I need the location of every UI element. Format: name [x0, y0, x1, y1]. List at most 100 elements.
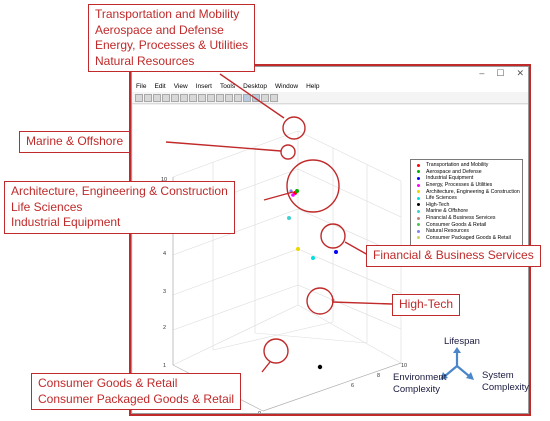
legend-label: Consumer Packaged Goods & Retail	[426, 234, 511, 241]
legend-marker	[417, 203, 420, 207]
legend-item: Natural Resources	[414, 228, 519, 235]
axis-key-label-line: Environment	[393, 372, 447, 383]
point-natural-resources[interactable]	[289, 189, 293, 193]
z-tick: 3	[163, 289, 166, 295]
callout-line: Transportation and Mobility	[95, 7, 240, 21]
point-marine-and-offshore[interactable]	[287, 216, 291, 220]
callout-line: Financial & Business Services	[373, 248, 534, 262]
point-aerospace-and-defense[interactable]	[295, 189, 299, 193]
legend-label: Energy, Processes & Utilities	[426, 182, 493, 189]
legend-label: Natural Resources	[426, 228, 469, 235]
z-tick: 1	[163, 363, 166, 369]
callout-hightech: High-Tech	[392, 294, 461, 316]
show-plot-tools-icon[interactable]	[270, 93, 278, 102]
zoom-in-icon[interactable]	[180, 93, 188, 102]
data-cursor-icon[interactable]	[216, 93, 224, 102]
pointer-icon[interactable]	[171, 93, 179, 102]
legend-item: Aerospace and Defense	[414, 169, 519, 176]
z-tick: 10	[161, 177, 167, 183]
callout-marine: Marine & Offshore	[19, 131, 131, 153]
matlab-figure-window: – ☐ ✕ File Edit View Insert Tools Deskto…	[131, 66, 529, 420]
legend-item: Consumer Goods & Retail	[414, 221, 519, 228]
legend-label: Marine & Offshore	[426, 208, 468, 215]
toolbar	[132, 92, 528, 104]
point-high-tech[interactable]	[317, 364, 323, 370]
y-tick: 10	[401, 363, 407, 369]
callout-financial: Financial & Business Services	[366, 245, 541, 267]
y-tick: 8	[377, 373, 380, 379]
rotate-3d-icon[interactable]	[207, 93, 215, 102]
callout-consumer-group: Consumer Goods & Retail Consumer Package…	[31, 373, 242, 410]
legend-marker	[417, 190, 420, 194]
menu-desktop[interactable]: Desktop	[243, 83, 267, 90]
y-axis-ticks: 10 8 6	[351, 363, 407, 389]
legend-item: Energy, Processes & Utilities	[414, 182, 519, 189]
y-tick: 6	[351, 383, 354, 389]
point-financial-business-services[interactable]	[331, 298, 335, 302]
legend-item: Marine & Offshore	[414, 208, 519, 215]
legend-item: Industrial Equipment	[414, 175, 519, 182]
legend-marker	[417, 223, 420, 227]
callout-line: Marine & Offshore	[26, 134, 124, 148]
legend-label: Industrial Equipment	[426, 175, 474, 182]
legend-marker	[417, 183, 420, 187]
legend-item: Consumer Packaged Goods & Retail	[414, 235, 519, 242]
link-icon[interactable]	[234, 93, 242, 102]
legend-item: Architecture, Engineering & Construction	[414, 188, 520, 195]
menu-edit[interactable]: Edit	[154, 83, 166, 90]
menu-insert[interactable]: Insert	[195, 83, 212, 90]
open-file-icon[interactable]	[144, 93, 152, 102]
menu-tools[interactable]: Tools	[219, 83, 236, 90]
callout-line: Consumer Packaged Goods & Retail	[38, 391, 235, 406]
point-architecture-engineering-construction[interactable]	[296, 247, 300, 251]
minimize-icon[interactable]: –	[479, 68, 485, 78]
pan-icon[interactable]	[198, 93, 206, 102]
legend-label: Aerospace and Defense	[426, 168, 482, 175]
menu-help[interactable]: Help	[306, 83, 320, 90]
hide-plot-tools-icon[interactable]	[261, 93, 269, 102]
legend-marker	[417, 229, 420, 233]
legend-label: Architecture, Engineering & Construction	[426, 188, 520, 195]
legend-item: Life Sciences	[414, 195, 519, 202]
window-controls: – ☐ ✕	[479, 68, 524, 79]
callout-transportation-group: Transportation and Mobility Aerospace an…	[88, 4, 256, 72]
legend-marker	[417, 236, 420, 240]
legend-marker	[417, 209, 420, 213]
axis-key-environment-complexity: Environment Complexity	[393, 372, 446, 396]
legend-icon[interactable]	[252, 93, 260, 102]
legend-marker	[417, 176, 420, 180]
point-industrial-equipment[interactable]	[334, 250, 338, 254]
legend-label: Life Sciences	[426, 195, 457, 202]
legend-label: Financial & Business Services	[426, 215, 496, 222]
zoom-out-icon[interactable]	[189, 93, 197, 102]
save-icon[interactable]	[153, 93, 161, 102]
axis-key-label-line: Complexity	[393, 384, 440, 395]
new-figure-icon[interactable]	[135, 93, 143, 102]
z-tick: 2	[163, 325, 166, 331]
close-icon[interactable]: ✕	[516, 68, 524, 78]
brush-icon[interactable]	[225, 93, 233, 102]
menu-bar: File Edit View Insert Tools Desktop Wind…	[132, 81, 528, 92]
legend-marker	[417, 216, 420, 220]
maximize-icon[interactable]: ☐	[496, 68, 505, 78]
point-life-sciences[interactable]	[311, 256, 315, 260]
x-tick: 0	[258, 411, 261, 413]
menu-window[interactable]: Window	[274, 83, 299, 90]
callout-line: Energy, Processes & Utilities	[95, 38, 249, 52]
menu-file[interactable]: File	[136, 83, 147, 90]
legend-item: Transportation and Mobility	[414, 162, 519, 169]
print-icon[interactable]	[162, 93, 170, 102]
legend-marker	[417, 163, 420, 167]
legend-marker	[417, 170, 420, 174]
menu-view[interactable]: View	[173, 83, 188, 90]
legend-item: Financial & Business Services	[414, 215, 519, 222]
legend-label: High-Tech	[426, 201, 450, 208]
legend-label: Consumer Goods & Retail	[426, 221, 487, 228]
axis-key-label-line: Complexity	[482, 382, 529, 393]
colorbar-icon[interactable]	[243, 93, 251, 102]
callout-line: Life Sciences	[11, 199, 83, 214]
callout-line: Architecture, Engineering & Construction	[11, 184, 228, 198]
point-energy-processes-utilities[interactable]	[291, 193, 295, 197]
axis-key-label-line: System	[482, 370, 514, 381]
